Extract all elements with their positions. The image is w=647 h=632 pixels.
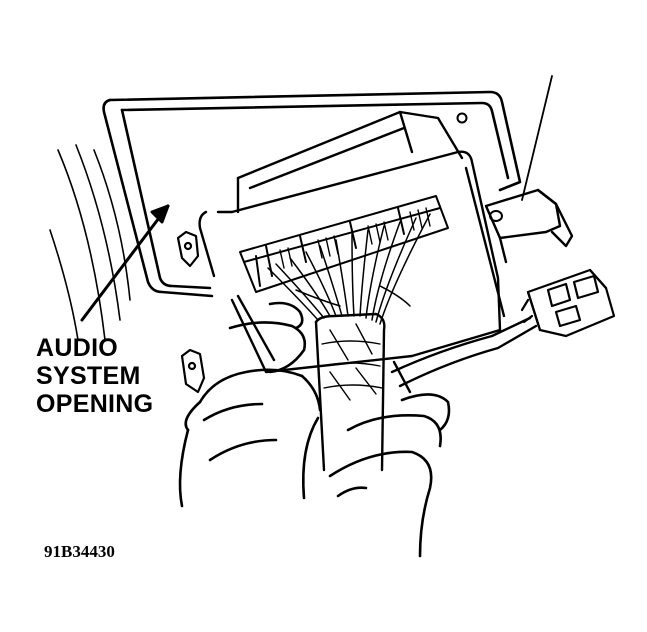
wiring-harness [267, 213, 431, 325]
plug-connector [520, 268, 616, 338]
connector-block [239, 195, 449, 293]
callout-arrow-icon [80, 204, 170, 322]
hand-left [178, 301, 322, 508]
callout-line-2: SYSTEM [36, 362, 141, 390]
dash-trim-line [521, 75, 553, 201]
callout-line-3: OPENING [36, 390, 154, 418]
audio-opening-frame [102, 90, 522, 298]
callout-line-1: AUDIO [36, 334, 119, 362]
mounting-bracket-right [484, 188, 574, 264]
hand-right [301, 393, 451, 558]
mounting-tab-left [176, 230, 206, 394]
side-wire [390, 316, 538, 394]
figure-id: 91B34430 [44, 542, 115, 561]
harness-sleeve [314, 312, 386, 472]
audio-system-opening-label: AUDIO SYSTEM OPENING [36, 334, 153, 418]
dashboard-contour-lines [49, 144, 131, 341]
